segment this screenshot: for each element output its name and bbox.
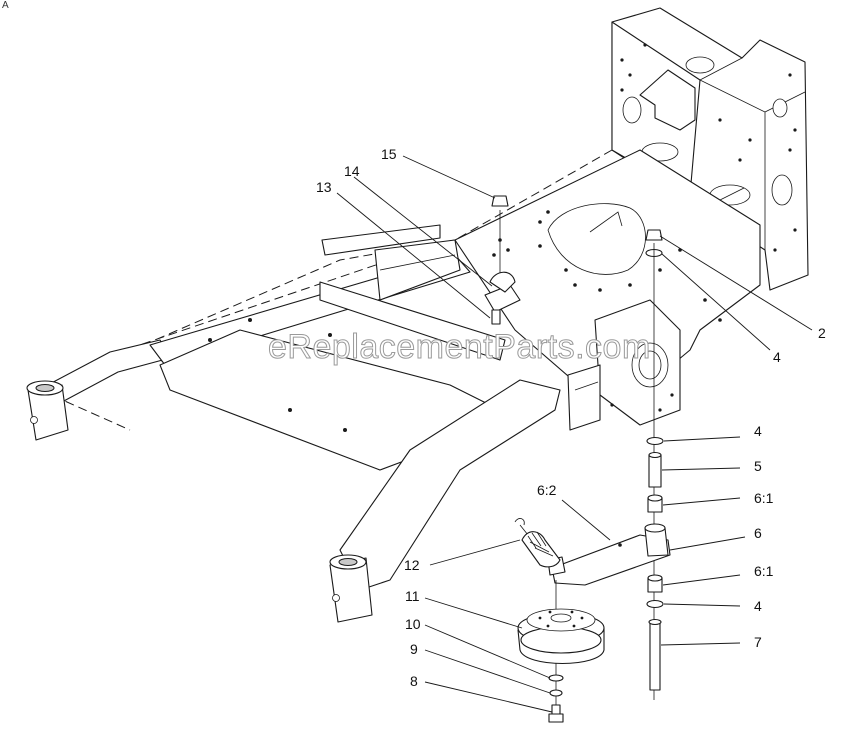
spring-bracket-hardware <box>484 195 521 325</box>
front-frame-arms <box>26 224 561 623</box>
callout-6-1-upper: 6:1 <box>754 490 774 506</box>
callout-11: 11 <box>405 588 420 604</box>
callout-5: 5 <box>754 458 762 474</box>
gearbox-housing <box>611 7 809 291</box>
idler-pivot-stack <box>547 420 671 700</box>
corner-mark: A <box>2 0 9 11</box>
callout-4-upper: 4 <box>773 349 781 365</box>
idler-arm-6 <box>551 534 671 586</box>
washer-4-lower <box>646 599 664 609</box>
washer-10 <box>548 674 564 682</box>
washer-9 <box>549 689 563 697</box>
bolt-washer-upper <box>645 229 663 420</box>
callout-7: 7 <box>754 634 762 650</box>
pivot-bolt-7 <box>649 621 661 691</box>
callout-9: 9 <box>410 641 418 657</box>
watermark: eReplacementParts.com <box>268 328 651 366</box>
callout-12: 12 <box>404 557 420 573</box>
callout-6-1-lower: 6:1 <box>754 563 774 579</box>
callout-8: 8 <box>410 673 418 689</box>
callout-4-lower: 4 <box>754 598 762 614</box>
callout-labels: 15 14 13 2 4 4 5 6:1 6:2 6 12 6:1 11 4 1… <box>316 146 826 689</box>
frame-dashed-outline <box>39 149 613 431</box>
callout-2: 2 <box>818 325 826 341</box>
extension-spring-12 <box>514 518 561 568</box>
spacer-5 <box>648 454 662 488</box>
callout-14: 14 <box>344 163 360 179</box>
bolt-8 <box>548 704 564 723</box>
idler-pulley-11 <box>517 580 605 720</box>
callout-4-middle: 4 <box>754 423 762 439</box>
leader-lines <box>336 155 813 713</box>
washer-4-upper <box>646 436 664 446</box>
callout-13: 13 <box>316 179 332 195</box>
callout-10: 10 <box>405 616 421 632</box>
callout-15: 15 <box>381 146 397 162</box>
callout-6-2: 6:2 <box>537 482 557 498</box>
frame-deck-plate <box>454 149 761 431</box>
callout-6: 6 <box>754 525 762 541</box>
